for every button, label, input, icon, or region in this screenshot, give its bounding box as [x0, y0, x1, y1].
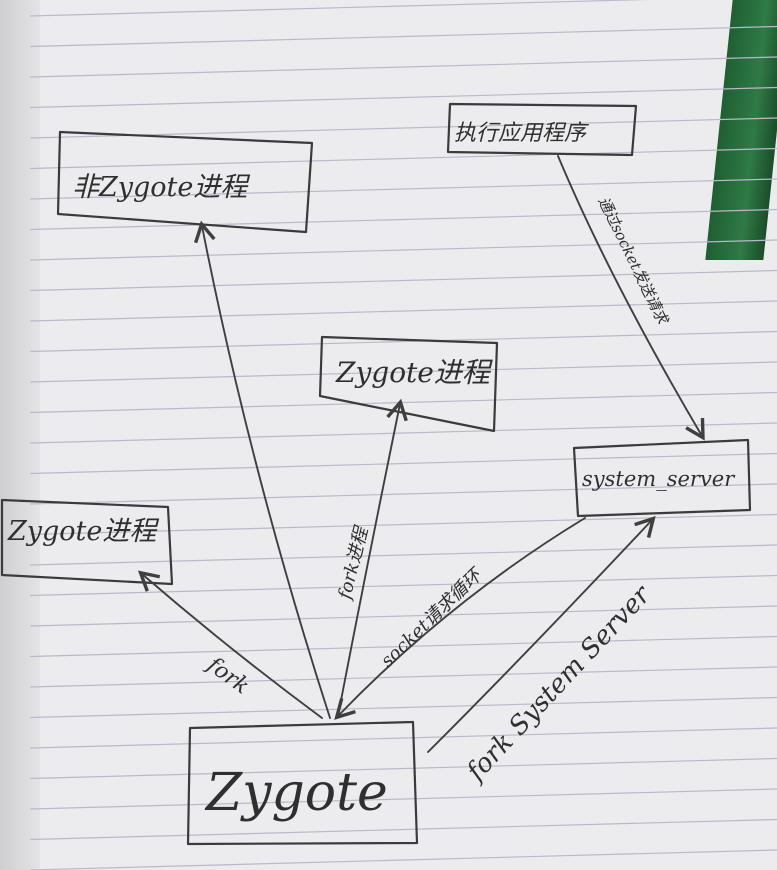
arrow-app-to-system-server — [557, 155, 705, 441]
page-edge — [0, 0, 40, 870]
zygote-main-label: Zygote — [204, 763, 388, 823]
ruled-line — [29, 574, 777, 597]
socket-loop-label: socket请求循环 — [377, 563, 488, 671]
ruled-line — [29, 178, 777, 200]
ruled-line — [29, 391, 777, 414]
arrow-zygote-fork-system-server — [427, 516, 656, 753]
arrow-zygote-to-non-zygote — [193, 220, 331, 719]
ruled-line — [29, 330, 777, 353]
app-launcher-box — [446, 102, 638, 157]
ruled-line — [29, 452, 777, 475]
zygote-left-label: Zygote进程 — [7, 516, 159, 547]
ruled-line — [29, 727, 777, 749]
ruled-line — [29, 696, 777, 719]
ruled-line — [29, 208, 777, 231]
ruled-line — [29, 849, 777, 870]
ruled-line — [29, 544, 777, 566]
ruled-lines — [29, 0, 777, 870]
zygote-main-box — [186, 720, 419, 846]
arrow-zygote-to-left-process — [137, 570, 323, 719]
ruled-line — [29, 25, 777, 48]
non-zygote-box — [56, 130, 314, 234]
arrow-system-server-to-zygote — [334, 517, 586, 720]
ruled-line — [29, 818, 777, 841]
ruled-line — [29, 0, 651, 17]
non-zygote-label: 非Zygote进程 — [72, 172, 250, 203]
app-launcher-label: 执行应用程序 — [454, 121, 589, 146]
fork-system-server-label: fork System Server — [460, 579, 658, 788]
ruled-line — [29, 483, 777, 505]
ruled-line — [29, 422, 777, 444]
ruled-line — [29, 757, 777, 780]
ruled-line — [29, 635, 777, 658]
ruled-line — [29, 361, 777, 383]
ruled-line — [29, 300, 777, 322]
zygote-process-box — [318, 335, 499, 433]
ruled-line — [29, 269, 777, 292]
ruled-line — [29, 117, 777, 139]
zygote-left-box — [0, 498, 174, 586]
ruled-line — [29, 605, 777, 627]
system-server-box — [572, 438, 752, 518]
ruled-line — [29, 86, 777, 109]
ruled-line — [29, 239, 777, 261]
arrow-zygote-to-zygote-process — [337, 398, 408, 717]
ruled-line — [29, 666, 777, 688]
ruled-line — [29, 56, 777, 78]
system-server-label: system_server — [582, 467, 736, 491]
ruled-line — [29, 147, 777, 170]
ruled-line — [29, 788, 777, 810]
zygote-process-label: Zygote进程 — [335, 356, 493, 389]
